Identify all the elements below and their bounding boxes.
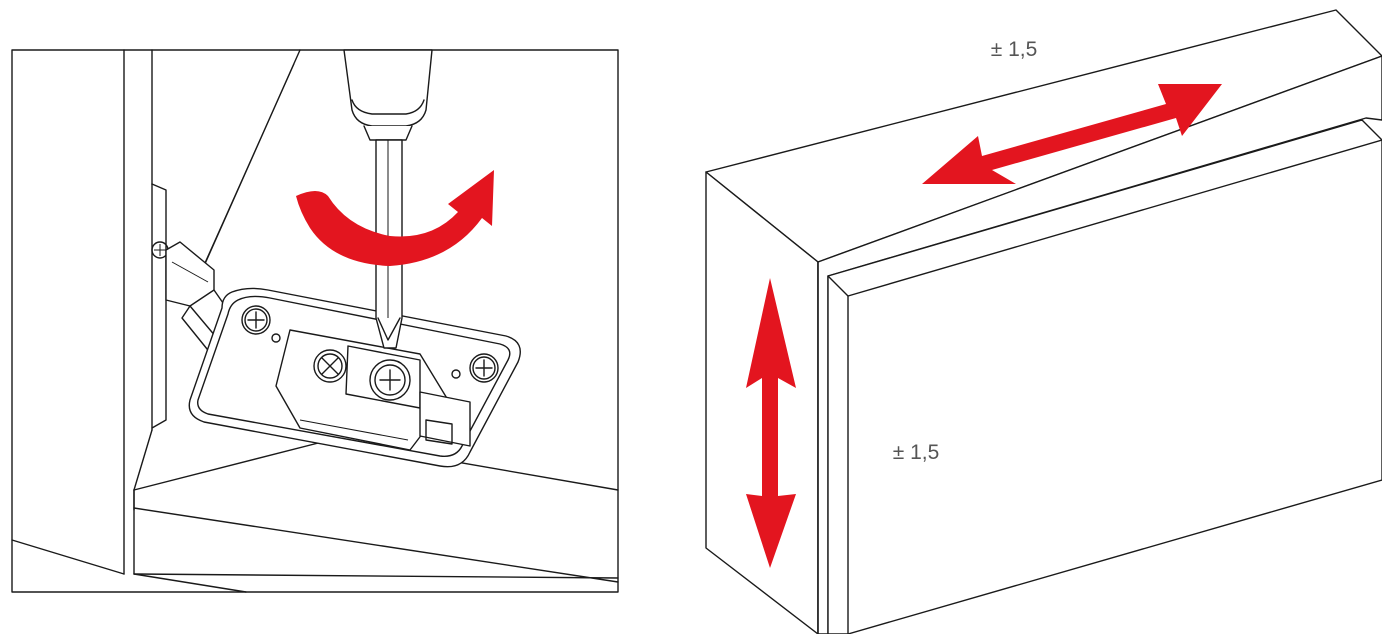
screwdriver-icon — [343, 49, 433, 349]
screw-left — [241, 305, 271, 335]
cabinet-shelf — [133, 439, 619, 593]
cabinet-side-panel — [11, 49, 153, 575]
hinge-cup — [151, 183, 169, 429]
drawer-front-adjustment-illustration: ± 1,5 ± 1,5 — [690, 0, 1382, 634]
screw-adjustment — [369, 359, 411, 401]
vertical-double-arrow-icon — [746, 278, 796, 568]
drawer-front-panel — [827, 119, 1382, 634]
drawer-front-drawing: ± 1,5 ± 1,5 — [705, 9, 1382, 634]
illustration-frame — [11, 49, 619, 593]
door-edge-line-inner — [189, 63, 295, 297]
horizontal-double-arrow-icon — [922, 84, 1222, 184]
screw-right — [469, 353, 499, 383]
hinge-adjustment-drawing — [11, 49, 619, 593]
horizontal-adjustment-label: ± 1,5 — [991, 38, 1038, 61]
hinge-mounting-plate — [188, 287, 521, 468]
hinge-adjustment-illustration — [0, 0, 640, 634]
rotate-clockwise-arrow-icon — [296, 170, 494, 266]
drawer-front-icon — [705, 9, 1382, 634]
vertical-adjustment-label: ± 1,5 — [893, 441, 940, 464]
screw-cam — [313, 349, 347, 383]
